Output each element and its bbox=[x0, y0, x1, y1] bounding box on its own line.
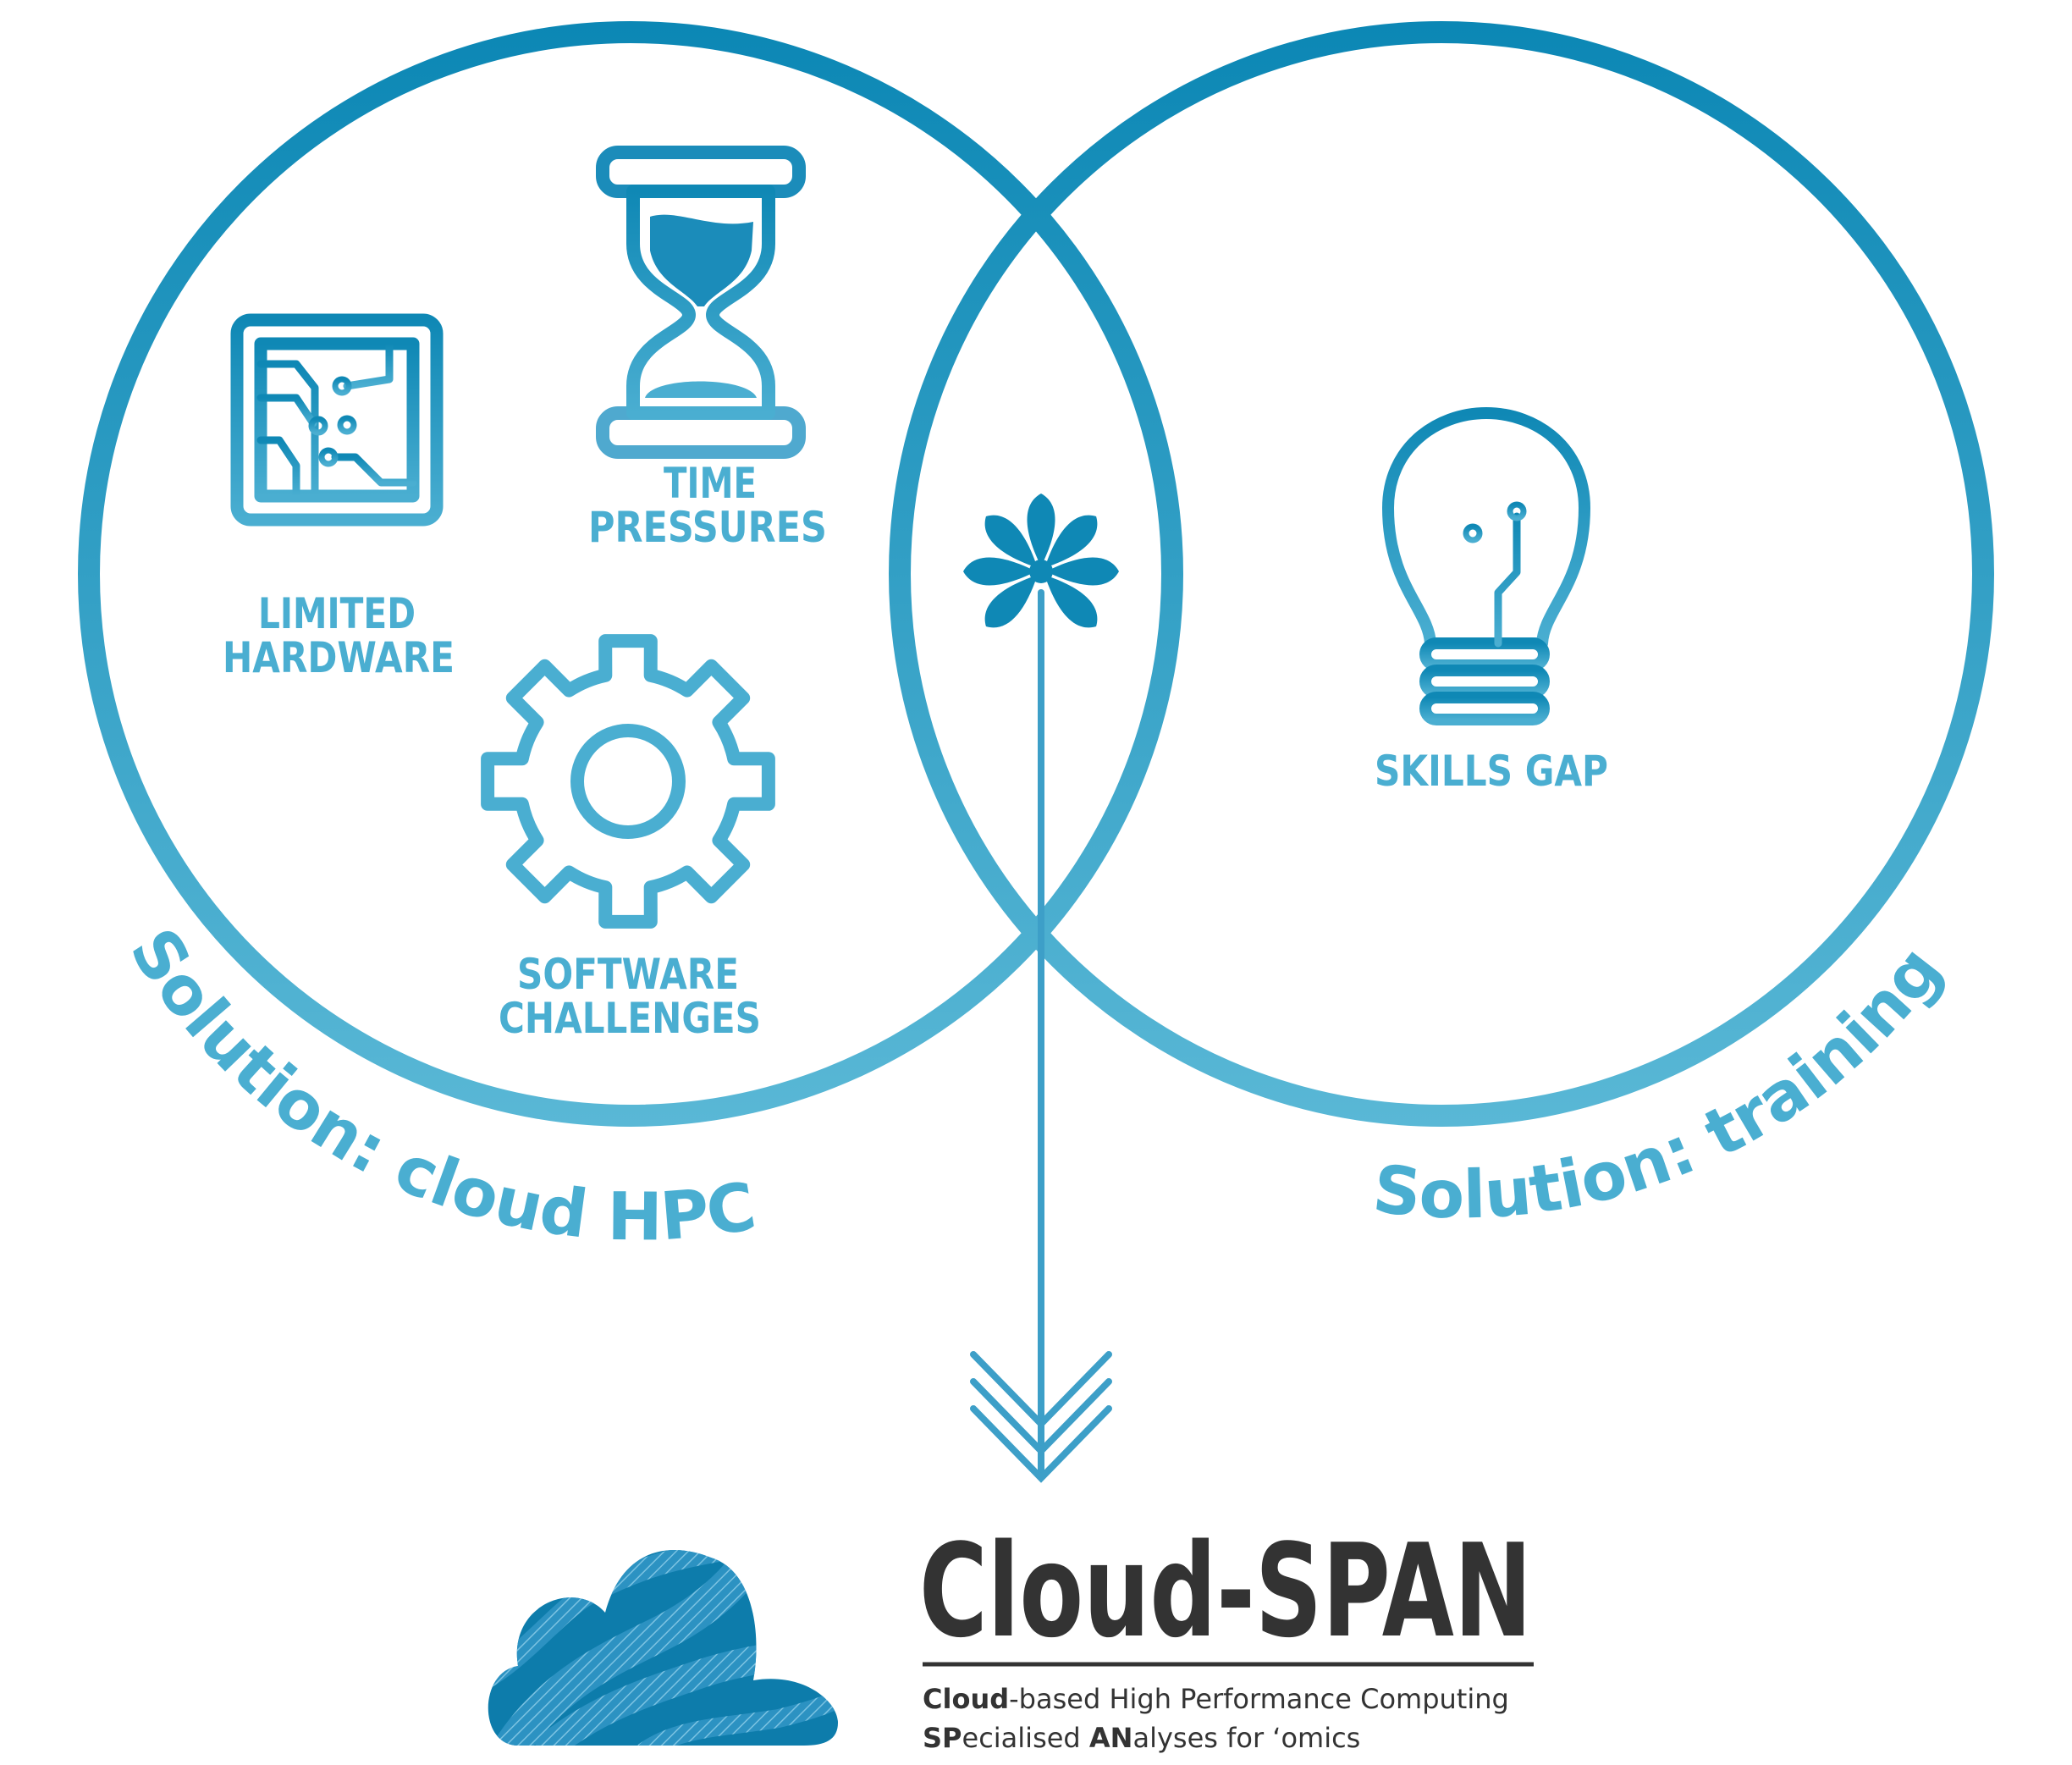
brand-name: Cloud-SPAN bbox=[919, 1516, 1532, 1666]
asterisk-petal bbox=[984, 515, 1038, 568]
issue-label-time-pressures: TIME PRESSURES bbox=[588, 459, 827, 552]
issue-label-line: LIMITED bbox=[258, 589, 416, 638]
asterisk-icon bbox=[963, 494, 1119, 628]
issue-label-line: CHALLENGES bbox=[499, 994, 761, 1043]
asterisk-petal bbox=[1046, 557, 1119, 586]
issue-label-line: SOFTWARE bbox=[517, 950, 739, 999]
lightbulb-icon bbox=[1382, 407, 1590, 725]
issue-label-limited-hardware: LIMITED HARDWARE bbox=[223, 589, 455, 682]
issue-label-line: SKILLS GAP bbox=[1375, 747, 1608, 796]
cpu-chip-icon bbox=[181, 264, 493, 576]
down-arrow-icon bbox=[970, 589, 1112, 1483]
brand-tagline-1: Cloud-based High Performance Computing bbox=[923, 1683, 1509, 1715]
issue-label-line: HARDWARE bbox=[223, 633, 455, 682]
asterisk-petal bbox=[963, 557, 1036, 586]
issue-label-line: PRESSURES bbox=[588, 503, 827, 552]
brand-tagline-2: SPecialised ANalyses for ‘omics bbox=[923, 1722, 1360, 1754]
brand-block: Cloud-SPAN Cloud-based High Performance … bbox=[919, 1516, 1534, 1754]
asterisk-petal bbox=[1027, 494, 1055, 566]
issue-label-line: TIME bbox=[664, 459, 757, 508]
hourglass-icon bbox=[596, 146, 806, 459]
left-circle bbox=[78, 21, 1183, 1127]
right-circle bbox=[889, 21, 1994, 1127]
asterisk-petal bbox=[984, 575, 1038, 628]
dna-cloud-icon bbox=[488, 1550, 838, 1746]
gear-icon bbox=[481, 634, 775, 929]
solution-label-training: Solution: training bbox=[1369, 933, 1957, 1234]
asterisk-petal bbox=[1044, 515, 1098, 568]
issue-label-skills-gap: SKILLS GAP bbox=[1375, 747, 1608, 796]
asterisk-petal bbox=[1044, 575, 1098, 628]
issue-label-software-challenges: SOFTWARE CHALLENGES bbox=[499, 950, 761, 1043]
